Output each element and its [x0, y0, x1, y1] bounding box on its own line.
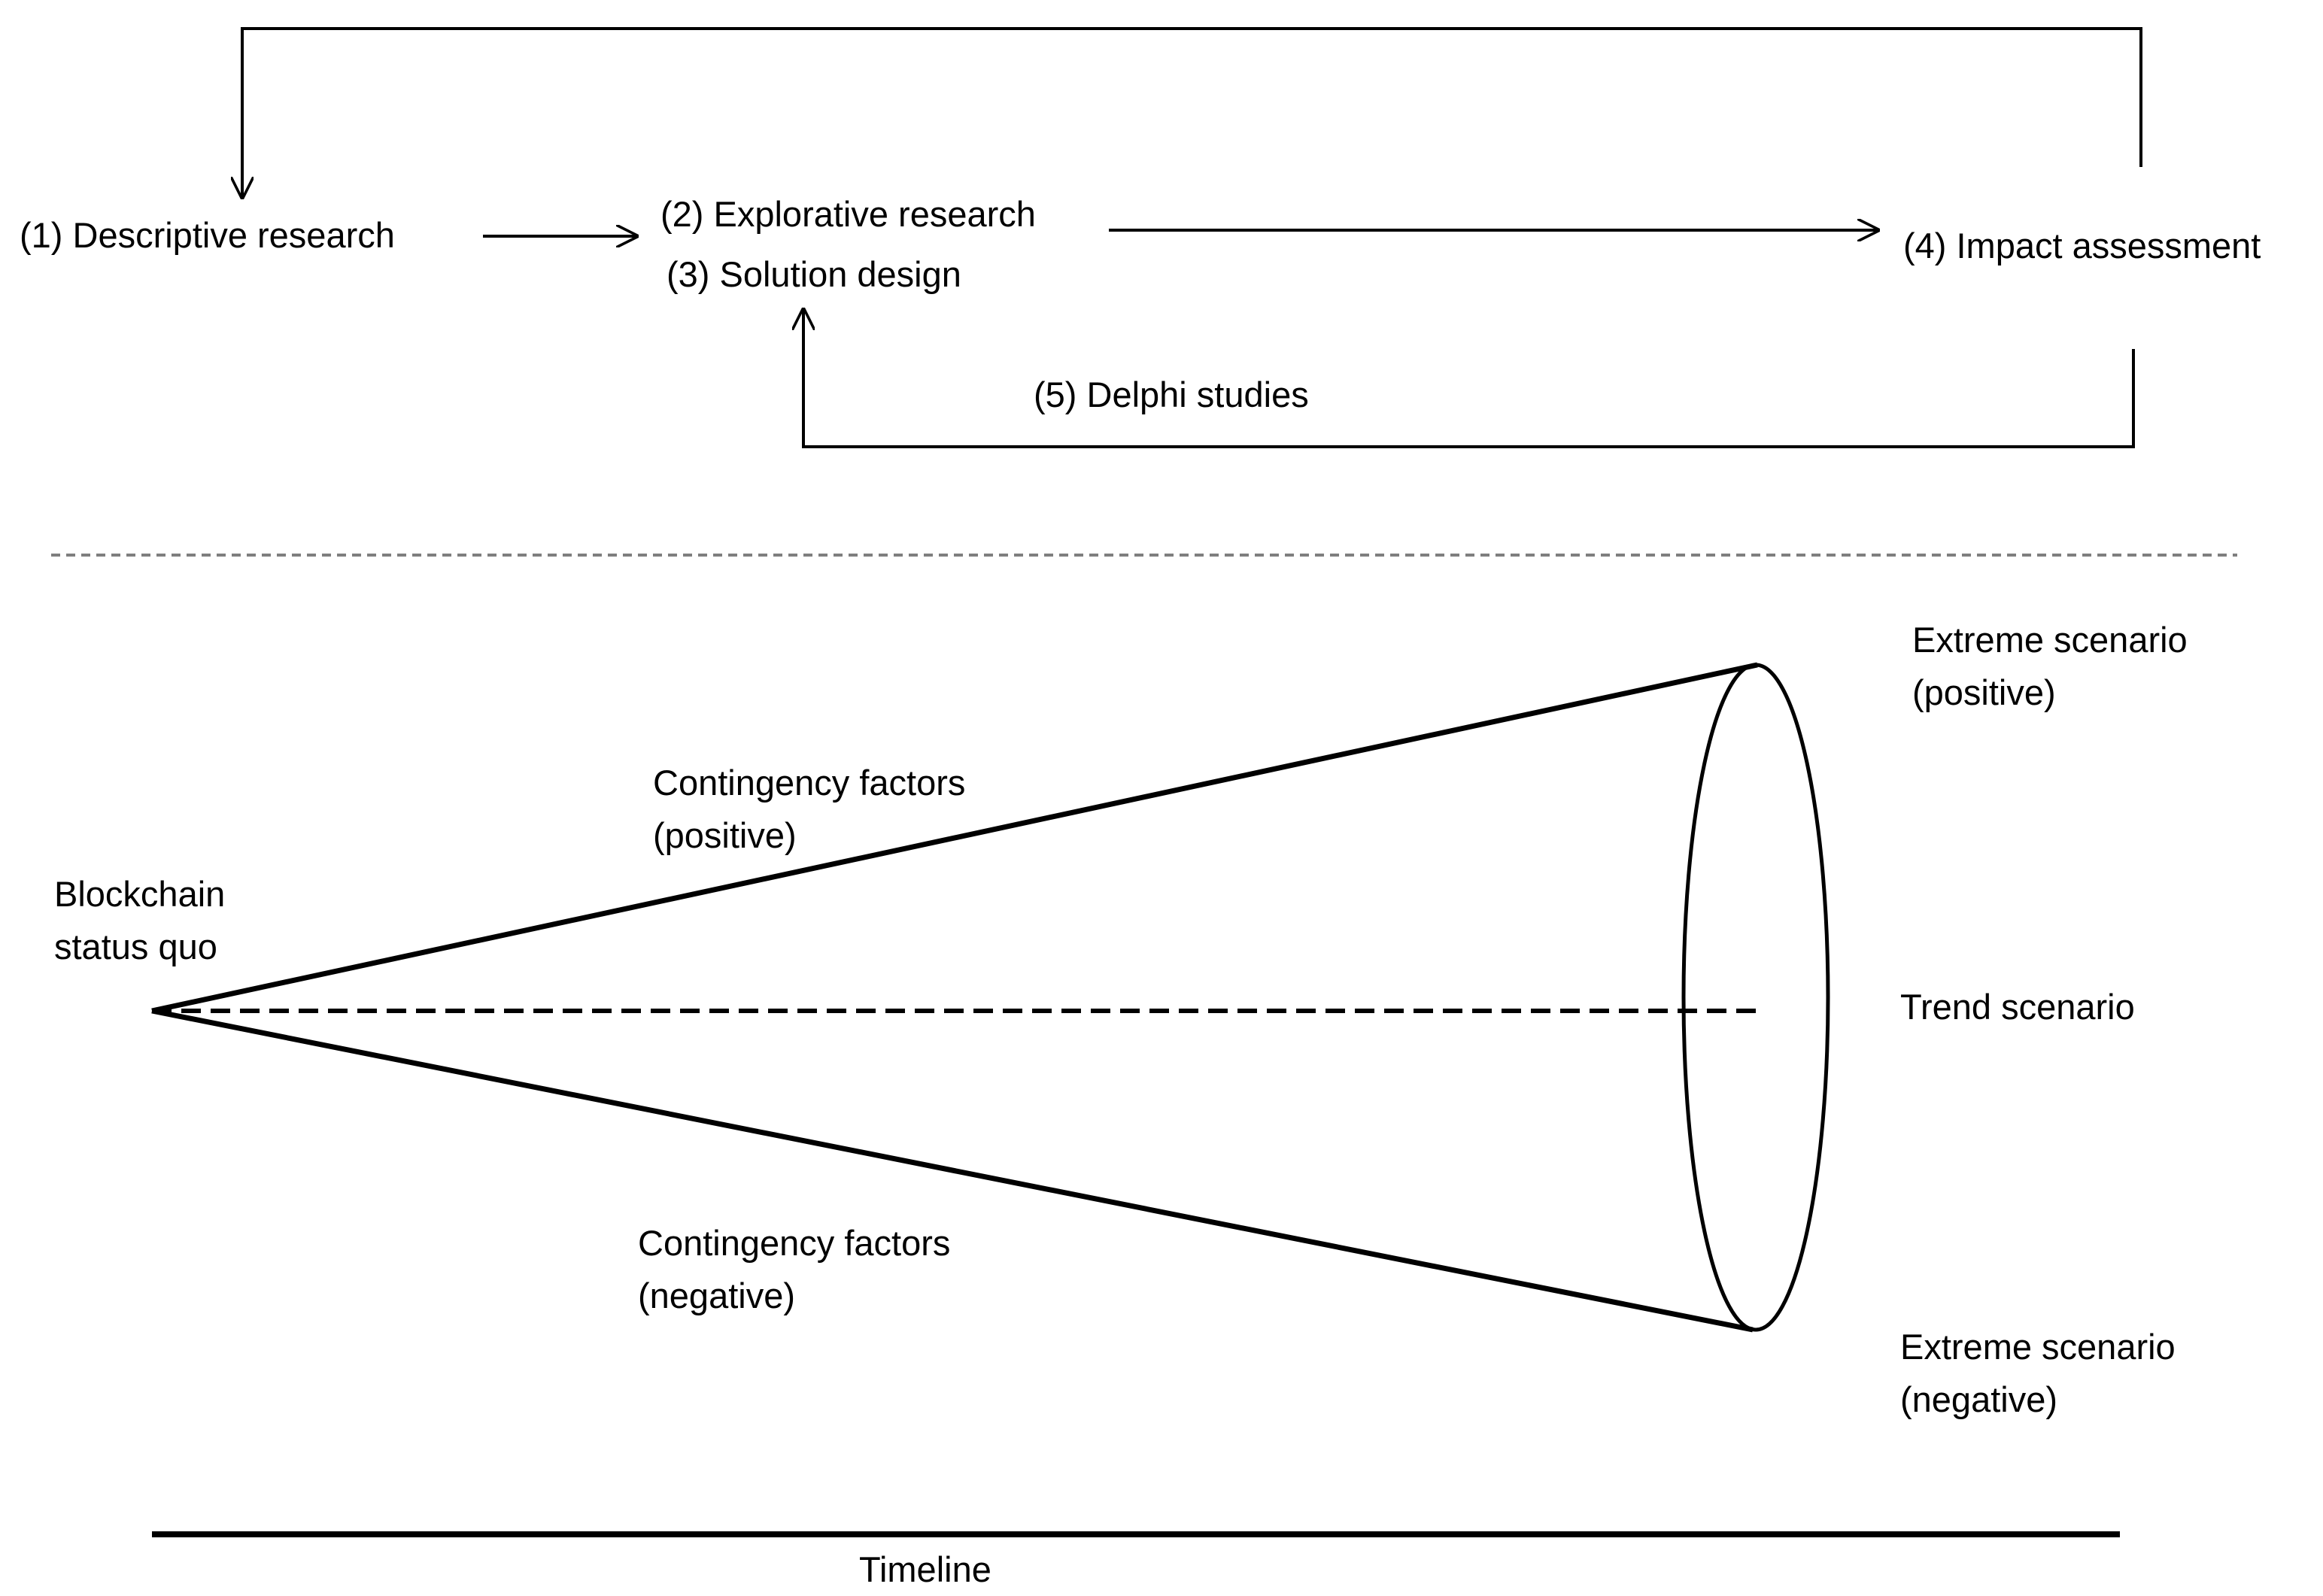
extreme-negative-label: Extreme scenario (negative): [1900, 1321, 2176, 1426]
step3-label: (3) Solution design: [667, 254, 961, 294]
extreme-positive-label: Extreme scenario (positive): [1912, 614, 2188, 719]
feedback-arrow-to-step1: [242, 27, 2142, 197]
timeline-label: Timeline: [859, 1549, 991, 1589]
origin-label-line1: Blockchain: [54, 874, 226, 914]
factors-negative-line2: (negative): [638, 1276, 795, 1315]
delphi-loop-arrow: [803, 310, 2135, 448]
funnel-mouth-ellipse: [1681, 663, 1830, 1332]
extreme-positive-line1: Extreme scenario: [1912, 620, 2188, 660]
factors-negative-line1: Contingency factors: [638, 1223, 951, 1263]
extreme-negative-line2: (negative): [1900, 1379, 2057, 1419]
funnel-lower-edge: [151, 1008, 1754, 1333]
step4-label: (4) Impact assessment: [1903, 226, 2261, 265]
step1-label: (1) Descriptive research: [20, 215, 395, 255]
step2-label: (2) Explorative research: [660, 194, 1036, 234]
trend-scenario-label: Trend scenario: [1900, 987, 2135, 1027]
extreme-negative-line1: Extreme scenario: [1900, 1327, 2176, 1367]
origin-label-line2: status quo: [54, 927, 217, 966]
factors-positive-line2: (positive): [653, 815, 797, 855]
funnel-upper-edge: [151, 662, 1758, 1014]
factors-positive-label: Contingency factors (positive): [653, 757, 965, 862]
origin-label: Blockchain status quo: [54, 868, 225, 973]
extreme-positive-line2: (positive): [1912, 672, 2056, 712]
factors-negative-label: Contingency factors (negative): [638, 1217, 950, 1322]
factors-positive-line1: Contingency factors: [653, 763, 966, 803]
step5-label: (5) Delphi studies: [1034, 375, 1309, 414]
